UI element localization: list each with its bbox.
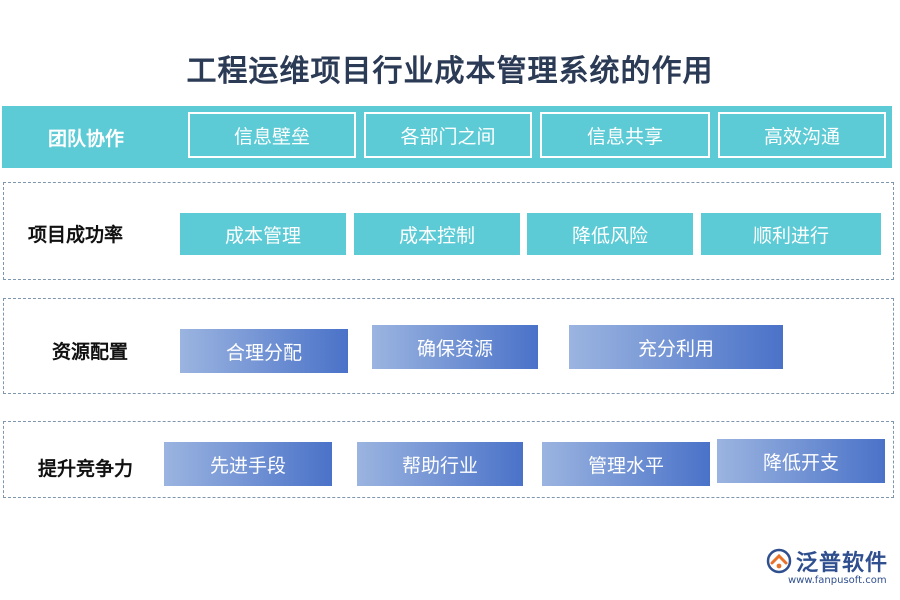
row-label: 提升竞争力 <box>38 458 134 480</box>
row-label: 资源配置 <box>52 341 129 363</box>
tile-item: 各部门之间 <box>364 112 532 158</box>
tile-item: 信息共享 <box>540 112 710 158</box>
tile-item: 管理水平 <box>542 442 710 486</box>
tile-item: 高效沟通 <box>718 112 886 158</box>
row-competitiveness: 提升竞争力 先进手段 帮助行业 管理水平 降低开支 <box>3 421 894 498</box>
tile-item: 降低风险 <box>527 213 693 255</box>
logo-url: www.fanpusoft.com <box>787 575 887 586</box>
row-project-success-rate: 项目成功率 成本管理 成本控制 降低风险 顺利进行 <box>3 182 894 280</box>
tile-item: 降低开支 <box>717 439 885 483</box>
row-label: 团队协作 <box>48 128 125 150</box>
row-label: 项目成功率 <box>28 224 124 246</box>
fanpu-logo-icon <box>766 548 792 574</box>
tile-item: 顺利进行 <box>701 213 881 255</box>
tile-item: 帮助行业 <box>357 442 523 486</box>
tile-item: 信息壁垒 <box>188 112 356 158</box>
tile-item: 确保资源 <box>372 325 538 369</box>
row-resource-allocation: 资源配置 合理分配 确保资源 充分利用 <box>3 298 894 394</box>
tile-item: 充分利用 <box>569 325 783 369</box>
tile-item: 合理分配 <box>180 329 348 373</box>
logo-name: 泛普软件 <box>795 551 888 576</box>
page-title: 工程运维项目行业成本管理系统的作用 <box>186 54 714 89</box>
brand-logo: 泛普软件 www.fanpusoft.com <box>766 545 888 586</box>
tile-item: 先进手段 <box>164 442 332 486</box>
row-team-collaboration: 团队协作 信息壁垒 各部门之间 信息共享 高效沟通 <box>2 106 892 168</box>
tile-item: 成本管理 <box>180 213 346 255</box>
tile-item: 成本控制 <box>354 213 520 255</box>
